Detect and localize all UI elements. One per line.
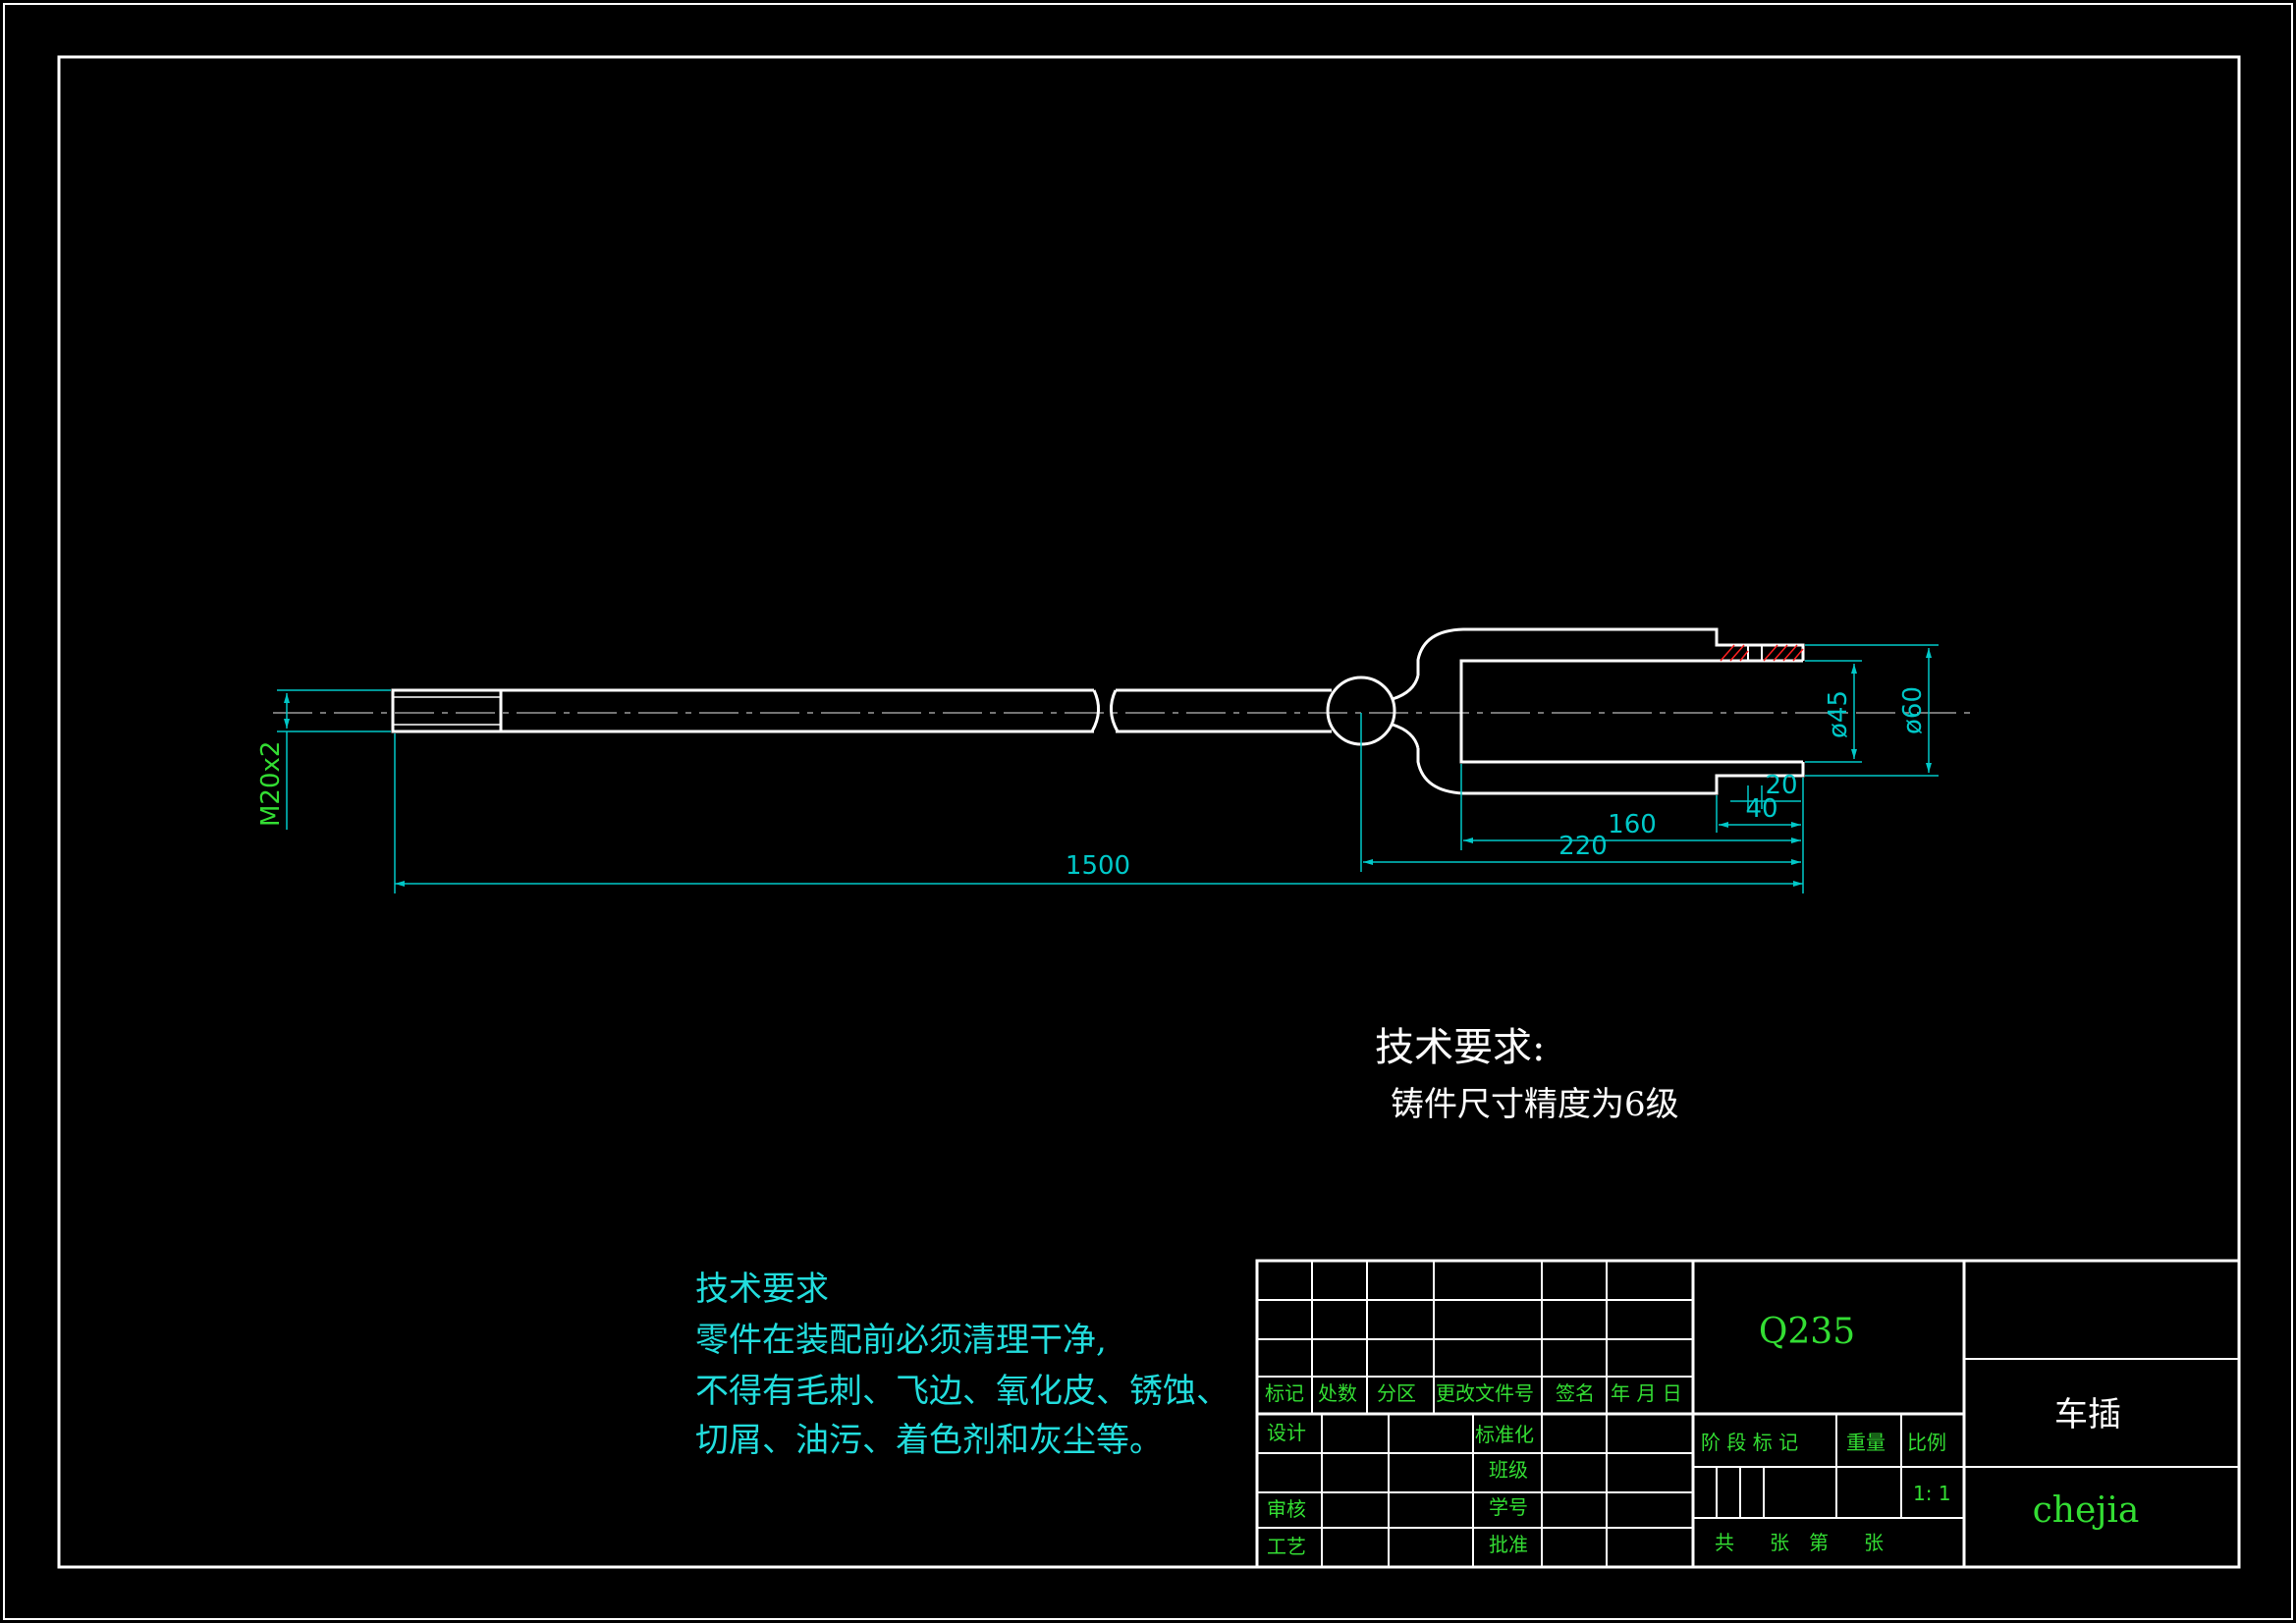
tb-header-mark: 标记 xyxy=(1265,1381,1304,1405)
tech-req-2-line-3: 切屑、油污、着色剂和灰尘等。 xyxy=(695,1421,1163,1460)
tb-sheet-number-unit: 张 xyxy=(1864,1531,1884,1554)
fork-neck-top xyxy=(1392,675,1420,701)
title-block xyxy=(1255,1259,2241,1569)
tb-scale-value: 1: 1 xyxy=(1913,1482,1951,1505)
tb-review-label: 审核 xyxy=(1267,1497,1306,1521)
tech-req-title: 技术要求: xyxy=(1375,1025,1545,1070)
section-hatch xyxy=(1720,644,1804,662)
tb-drawing-code: chejia xyxy=(2033,1490,2140,1531)
dim-60-text: ø60 xyxy=(1898,686,1928,734)
tb-design-label: 设计 xyxy=(1267,1421,1306,1444)
title-block-texts: 标记 处数 分区 更改文件号 签名 年 月 日 设计 审核 工艺 标准化 班级 … xyxy=(1265,1312,2139,1558)
break-line-right xyxy=(1110,689,1120,732)
outer-border xyxy=(3,3,2293,1620)
tech-requirements-assembly: 技术要求 零件在装配前必须清理干净, 不得有毛刺、飞边、氧化皮、锈蚀、 切屑、油… xyxy=(695,1270,1230,1460)
dim-20-text: 20 xyxy=(1765,771,1797,800)
dim-160-text: 160 xyxy=(1608,810,1657,839)
fork-slot xyxy=(1459,659,1803,764)
cross-hole xyxy=(1747,644,1763,662)
tb-header-sign: 签名 xyxy=(1556,1381,1595,1405)
tb-header-date: 年 月 日 xyxy=(1611,1381,1682,1405)
tb-student-id-label: 学号 xyxy=(1489,1495,1528,1519)
dim-1500-text: 1500 xyxy=(1066,851,1130,881)
fork-outer-bottom xyxy=(1416,748,1805,795)
tb-header-zone: 分区 xyxy=(1377,1381,1416,1405)
break-line-left xyxy=(1090,689,1100,732)
tb-sheets-total: 共 xyxy=(1715,1531,1734,1554)
dim-220-text: 220 xyxy=(1558,832,1608,861)
tb-material: Q235 xyxy=(1759,1312,1855,1352)
tb-sheets-total-unit: 张 xyxy=(1770,1531,1789,1554)
dimensions xyxy=(277,644,1939,893)
tb-process-label: 工艺 xyxy=(1267,1535,1306,1558)
dimension-texts: M20x2 1500 220 160 40 20 ø45 ø60 xyxy=(256,686,1928,881)
tb-header-count: 处数 xyxy=(1318,1381,1357,1405)
threaded-section xyxy=(391,688,503,733)
tech-req-2-line-1: 零件在装配前必须清理干净, xyxy=(695,1321,1107,1360)
dim-thread-text: M20x2 xyxy=(256,741,286,827)
tb-class-label: 班级 xyxy=(1489,1458,1528,1482)
tech-req-line: 铸件尺寸精度为6级 xyxy=(1391,1085,1679,1124)
tb-weight-label: 重量 xyxy=(1846,1431,1886,1454)
fork-outer-top xyxy=(1416,627,1805,676)
tech-req-2-line-2: 不得有毛刺、飞边、氧化皮、锈蚀、 xyxy=(695,1372,1230,1411)
tb-approve-label: 批准 xyxy=(1489,1533,1528,1556)
tech-requirements-casting: 技术要求: 铸件尺寸精度为6级 xyxy=(1375,1025,1679,1124)
drawing-frame xyxy=(57,55,2241,1569)
part-outline xyxy=(273,627,1976,795)
tech-req-2-title: 技术要求 xyxy=(695,1270,829,1309)
fork-neck-bottom xyxy=(1392,723,1420,749)
tb-part-name: 车插 xyxy=(2054,1395,2121,1434)
dim-40-text: 40 xyxy=(1745,794,1777,824)
tb-header-change-doc: 更改文件号 xyxy=(1436,1381,1534,1405)
dim-45-text: ø45 xyxy=(1824,690,1853,738)
tb-sheet-number: 第 xyxy=(1809,1531,1829,1554)
tb-standardization-label: 标准化 xyxy=(1475,1423,1534,1446)
tb-scale-label: 比例 xyxy=(1907,1431,1946,1454)
tb-stage-mark-label: 阶 段 标 记 xyxy=(1701,1431,1798,1454)
